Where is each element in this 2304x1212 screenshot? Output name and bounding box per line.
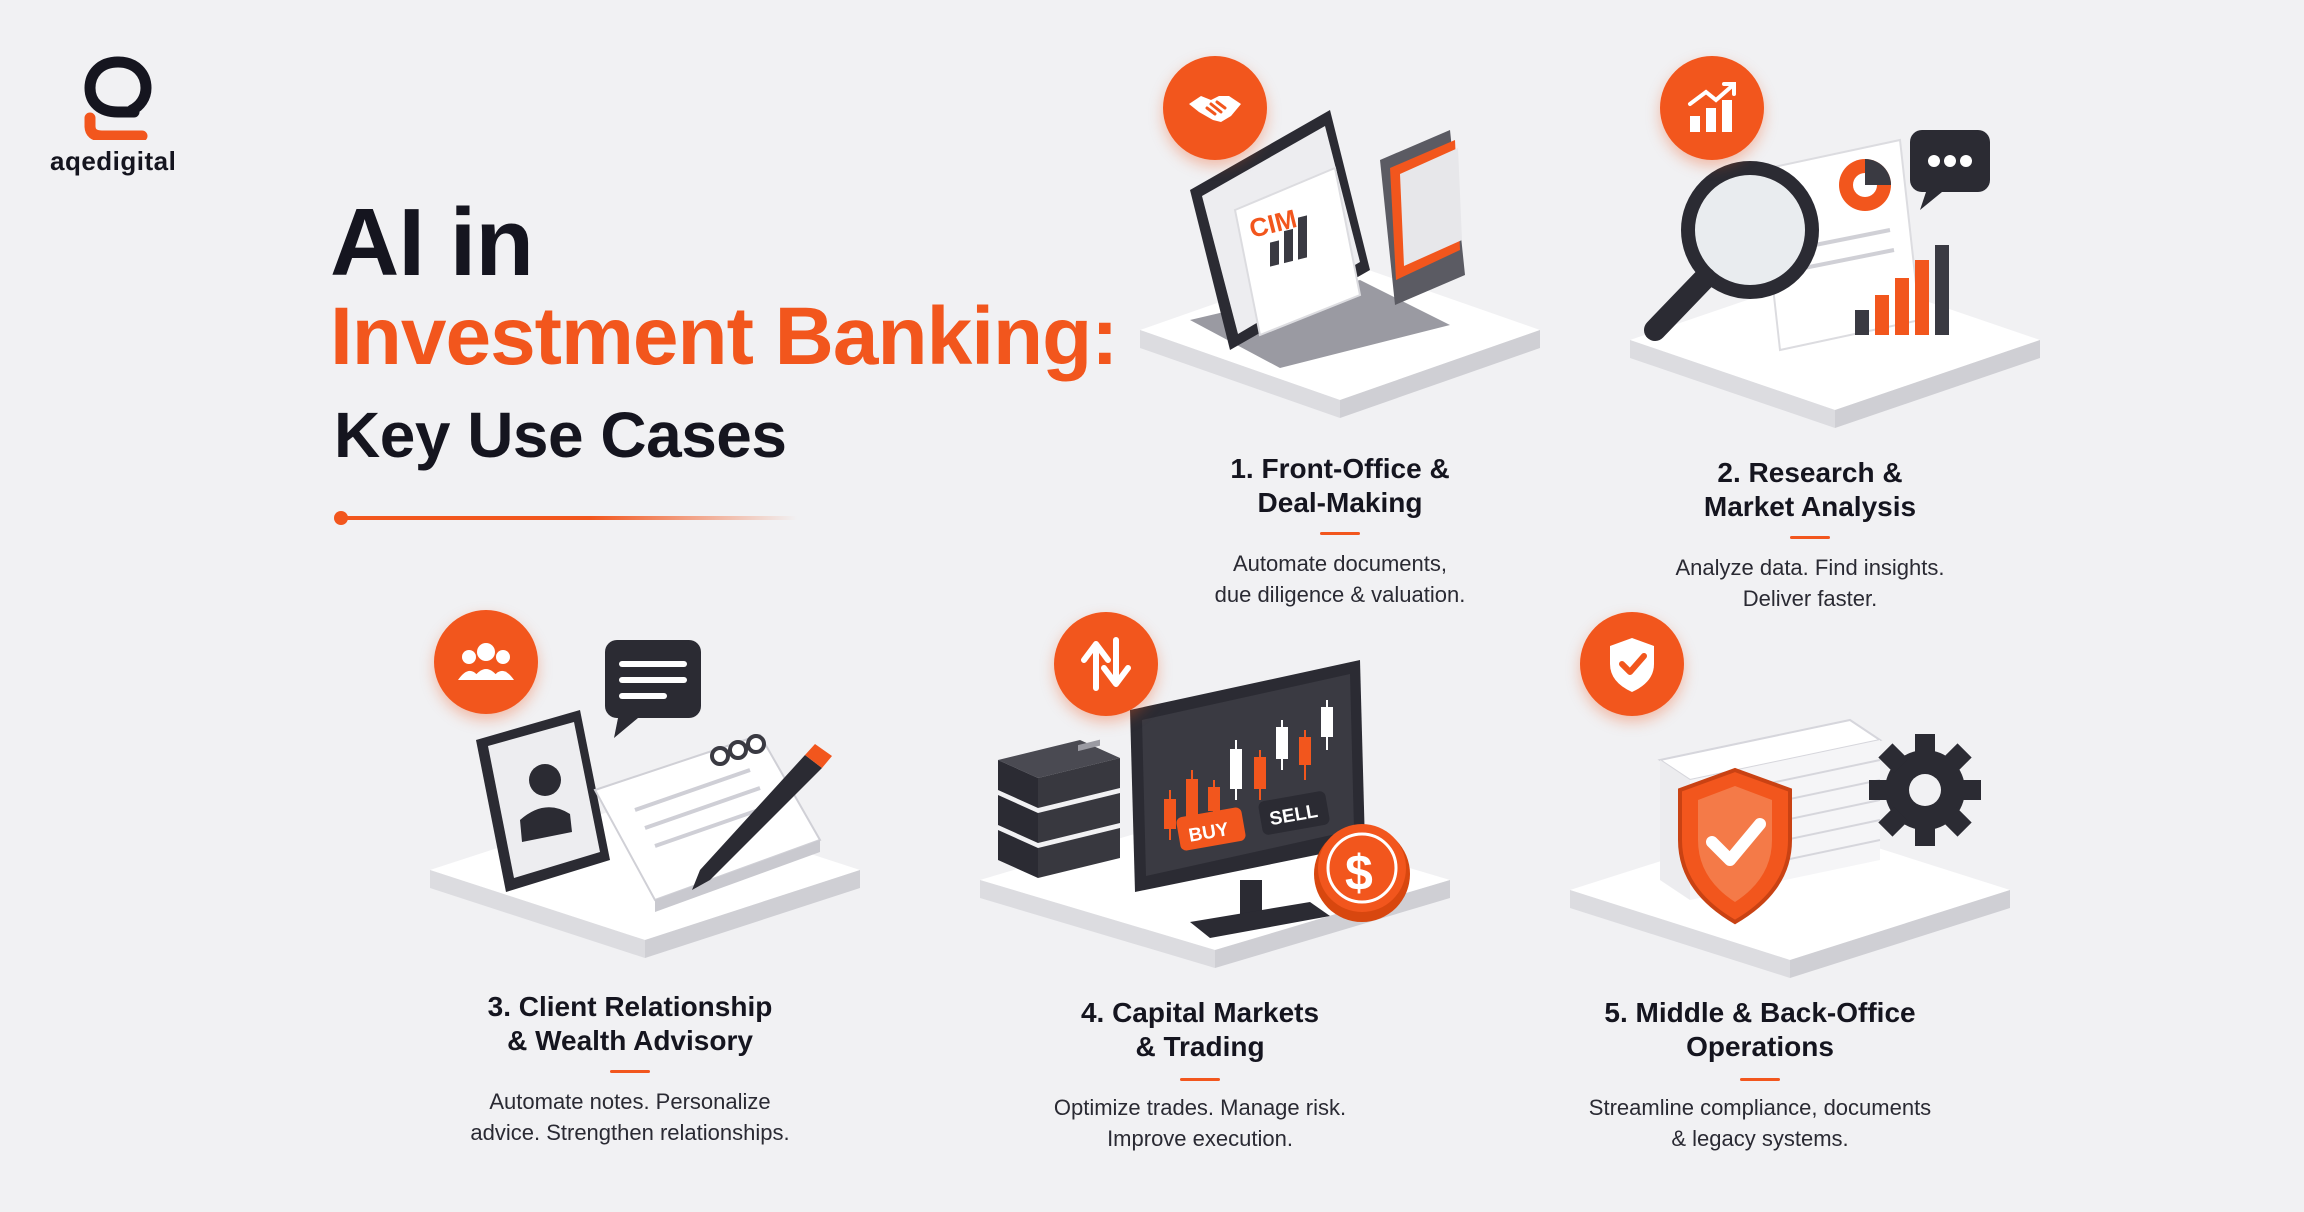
brand-name: aqedigital: [50, 146, 177, 176]
card2-title-line1: 2. Research &: [1717, 457, 1903, 488]
card1-title-line2: Deal-Making: [1257, 487, 1423, 518]
card3-title: 3. Client Relationship & Wealth Advisory: [440, 990, 820, 1058]
card3-description: Automate notes. Personalize advice. Stre…: [420, 1086, 840, 1148]
card4-description: Optimize trades. Manage risk. Improve ex…: [990, 1092, 1410, 1154]
card2-title: 2. Research & Market Analysis: [1630, 456, 1990, 524]
handshake-badge: [1163, 56, 1267, 160]
card3-desc-line2: advice. Strengthen relationships.: [470, 1120, 790, 1145]
card1-illustration: CIM: [1140, 110, 1540, 418]
card1-description: Automate documents, due diligence & valu…: [1160, 548, 1520, 610]
card5-description: Streamline compliance, documents & legac…: [1550, 1092, 1970, 1154]
chart-up-badge: [1660, 56, 1764, 160]
card2-desc-line1: Analyze data. Find insights.: [1675, 555, 1945, 580]
card1-desc-line2: due diligence & valuation.: [1214, 582, 1466, 607]
card4-title: 4. Capital Markets & Trading: [1010, 996, 1390, 1064]
card2-description: Analyze data. Find insights. Deliver fas…: [1630, 552, 1990, 614]
card4-illustration: BUY SELL $: [980, 660, 1450, 968]
card2-desc-line2: Deliver faster.: [1742, 586, 1878, 611]
card3-title-line2: & Wealth Advisory: [507, 1025, 753, 1056]
card1-desc-line1: Automate documents,: [1232, 551, 1447, 576]
card3-illustration: [430, 640, 860, 958]
brand-logo-icon: [84, 56, 152, 140]
shield-check-badge: [1580, 612, 1684, 716]
card4-desc-line2: Improve execution.: [1107, 1126, 1293, 1151]
page-subtitle: Key Use Cases: [334, 399, 787, 471]
page-title-line1: AI in: [330, 189, 534, 296]
card4-title-line1: 4. Capital Markets: [1080, 997, 1320, 1028]
shield-check-icon: [1610, 638, 1654, 692]
card5-title: 5. Middle & Back-Office Operations: [1580, 996, 1940, 1064]
card2-illustration: [1630, 130, 2040, 428]
card5-desc-line1: Streamline compliance, documents: [1588, 1095, 1932, 1120]
card4-desc-line1: Optimize trades. Manage risk.: [1053, 1095, 1347, 1120]
card2-divider: [1790, 536, 1830, 539]
card3-divider: [610, 1070, 650, 1073]
card5-title-line1: 5. Middle & Back-Office: [1604, 997, 1916, 1028]
up-down-arrows-badge: [1054, 612, 1158, 716]
card3-desc-line1: Automate notes. Personalize: [489, 1089, 771, 1114]
card1-title: 1. Front-Office & Deal-Making: [1160, 452, 1520, 520]
handshake-icon: [1189, 96, 1241, 122]
title-divider: [337, 516, 797, 520]
card1-title-line1: 1. Front-Office &: [1230, 453, 1450, 484]
dollar-coin-icon: $: [1345, 845, 1373, 901]
chart-up-icon: [1688, 82, 1736, 132]
up-down-arrows-icon: [1081, 637, 1131, 691]
card5-title-line2: Operations: [1686, 1031, 1834, 1062]
card5-illustration: [1570, 718, 2010, 978]
card2-title-line2: Market Analysis: [1703, 491, 1917, 522]
card5-divider: [1740, 1078, 1780, 1081]
card4-divider: [1180, 1078, 1220, 1081]
people-icon: [458, 643, 514, 680]
title-divider-dot: [334, 511, 348, 525]
card4-title-line2: & Trading: [1135, 1031, 1265, 1062]
card5-desc-line2: & legacy systems.: [1671, 1126, 1849, 1151]
card1-divider: [1320, 532, 1360, 535]
page-title-line2: Investment Banking:: [330, 291, 1118, 382]
card3-title-line1: 3. Client Relationship: [487, 991, 773, 1022]
people-badge: [434, 610, 538, 714]
